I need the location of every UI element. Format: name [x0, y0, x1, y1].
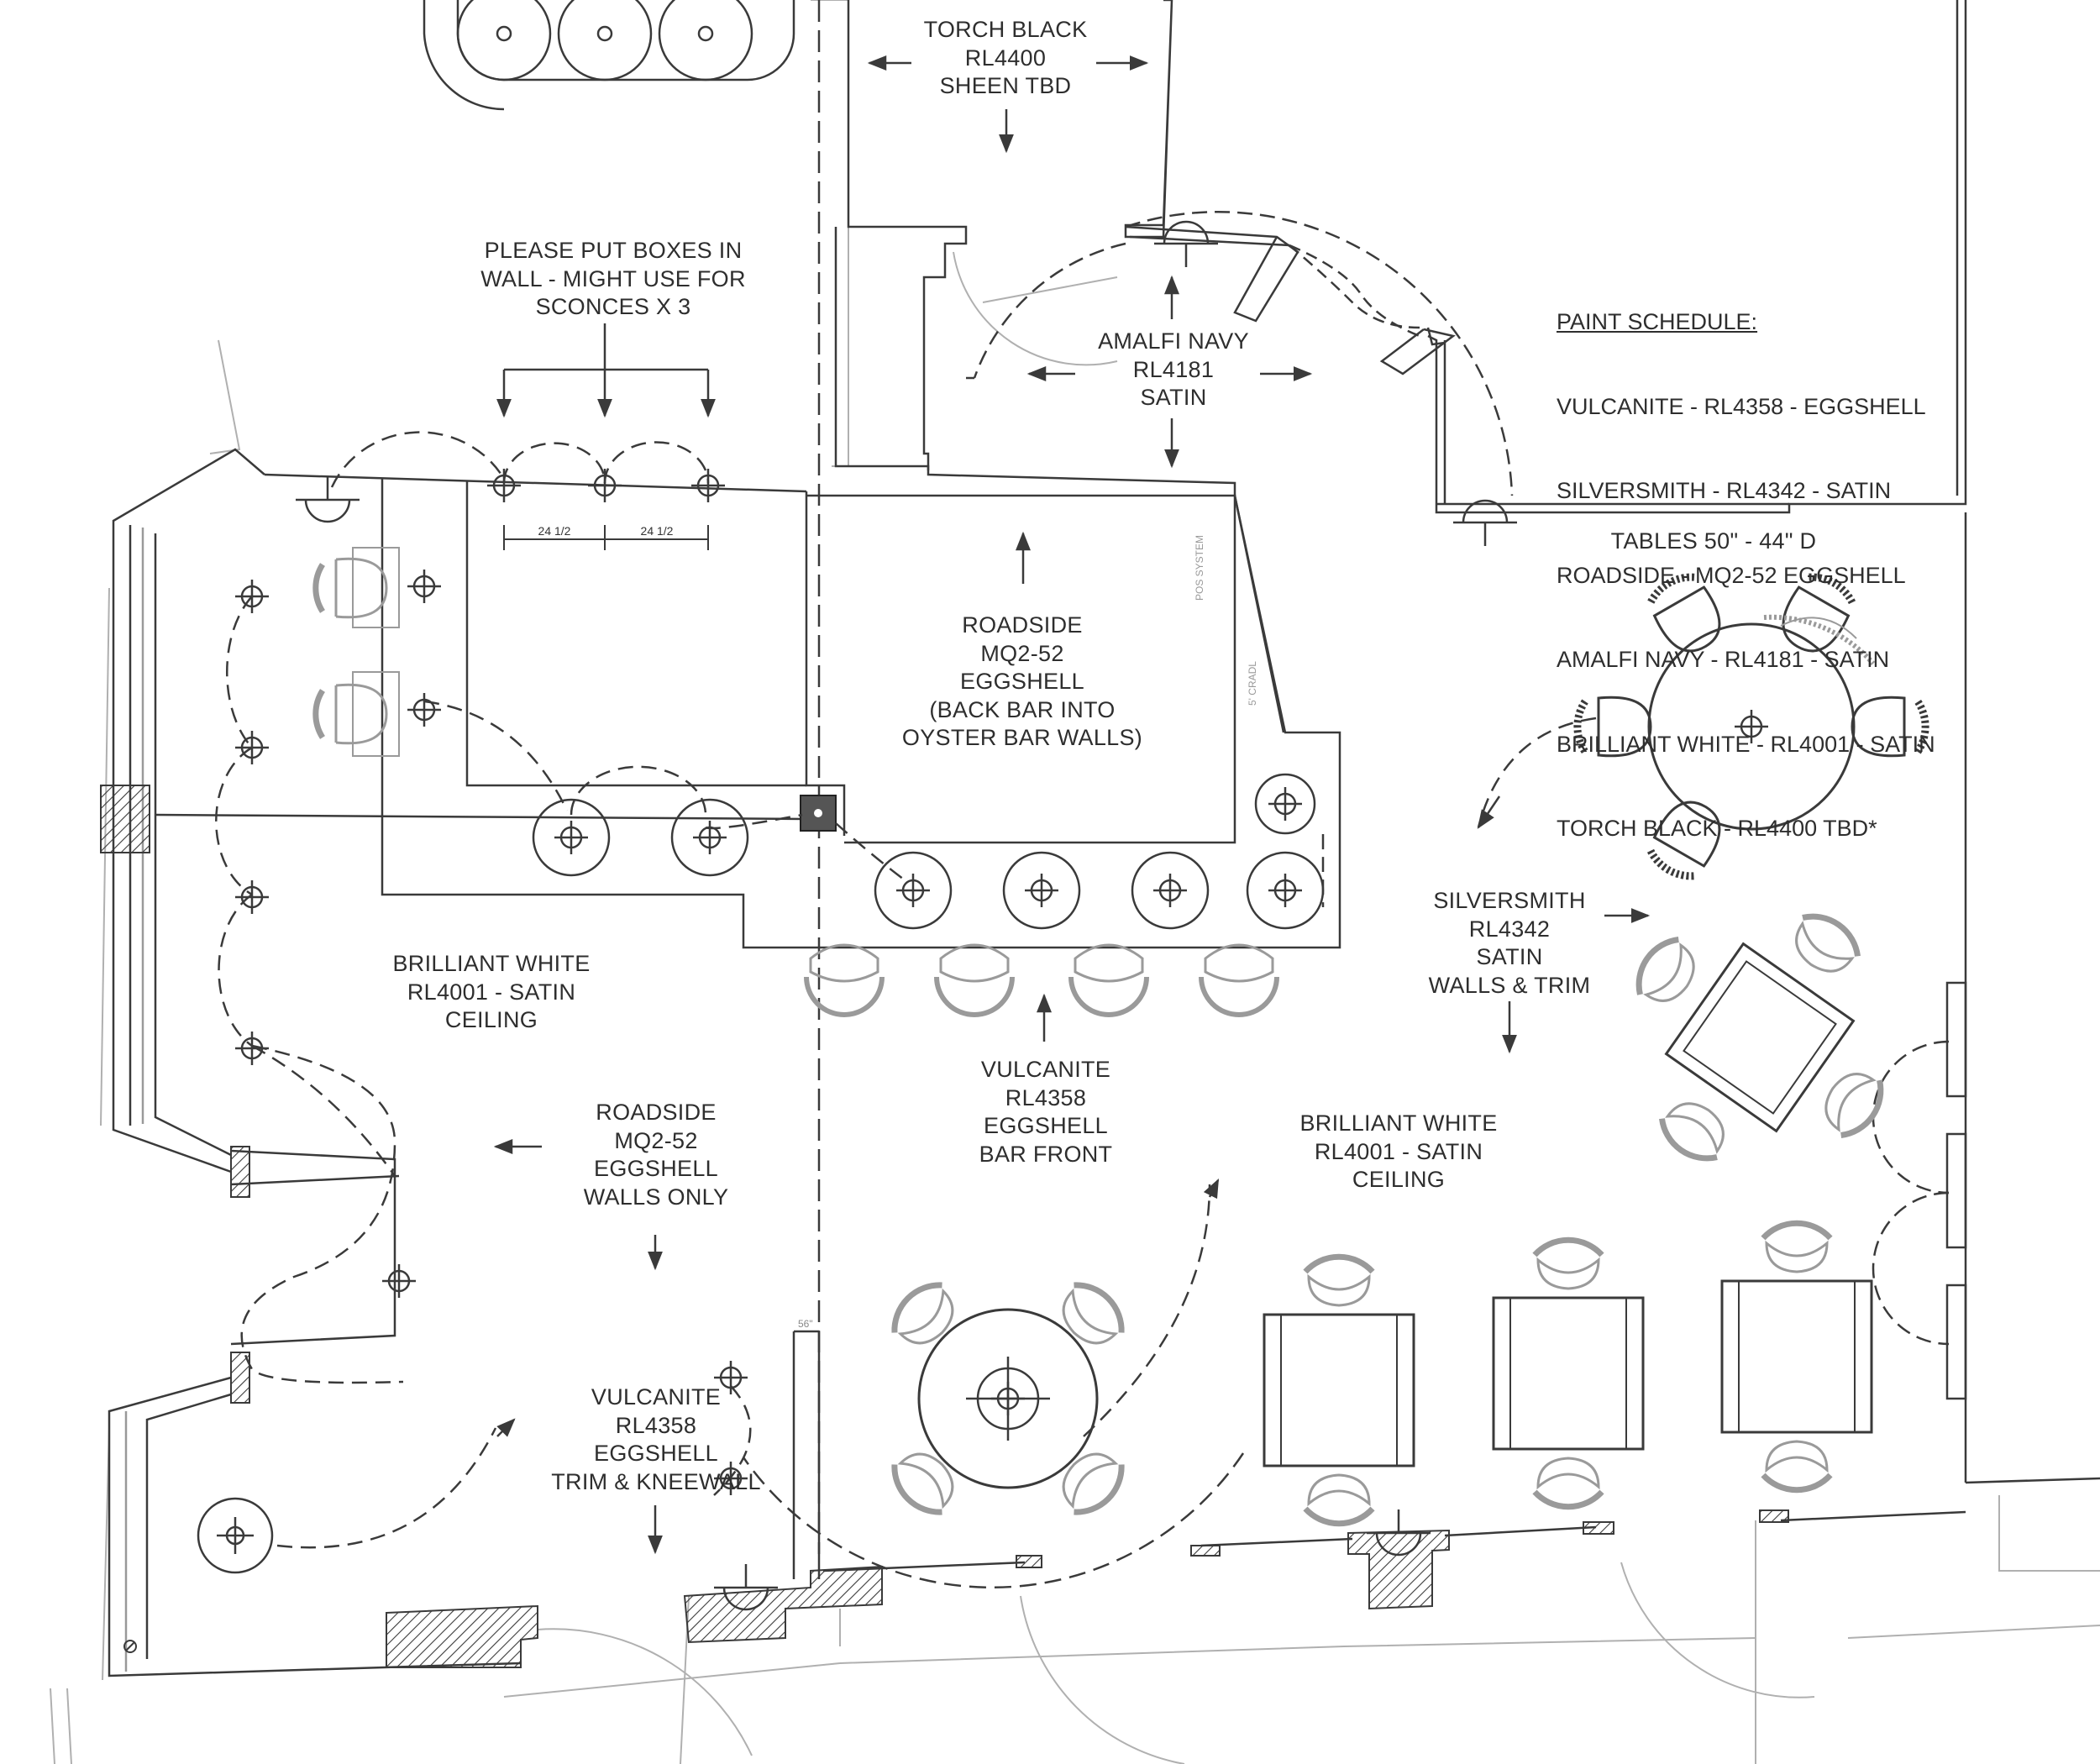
bar-stools [806, 945, 1277, 1015]
tables-label: TABLES 50" - 44" D [1610, 528, 1817, 554]
exterior-light-lines [50, 0, 2100, 1764]
label-arrows [493, 55, 1651, 1555]
dimension-1: 24 1/2 [538, 524, 571, 538]
bottom-center-hatch [683, 1565, 883, 1644]
top-banquette [423, 0, 795, 111]
left-bottom-hatch [386, 1604, 538, 1668]
hatch-small-b4 [1759, 1509, 1789, 1523]
bar-walls [155, 473, 1341, 949]
bottom-walls [792, 1330, 2100, 1579]
left-hatch-small-1 [230, 1146, 250, 1198]
amalfi-navy-label: AMALFI NAVY RL4181 SATIN [1098, 328, 1249, 410]
rect-tables [1263, 1223, 1873, 1523]
booth-chairs [316, 547, 400, 757]
left-hatch-block [100, 785, 150, 853]
vulcanite-trim-label: VULCANITE RL4358 EGGSHELL TRIM & KNEEWAL… [551, 1384, 761, 1494]
torch-black-label: TORCH BLACK RL4400 SHEEN TBD [923, 17, 1088, 98]
brilliant-white-right-label: BRILLIANT WHITE RL4001 - SATIN CEILING [1299, 1110, 1498, 1192]
sconce-dimension [503, 525, 709, 550]
paint-schedule-item: VULCANITE - RL4358 - EGGSHELL [1557, 393, 1926, 419]
height-56-label: 56" [798, 1318, 813, 1330]
sconce-note-arrows [496, 323, 716, 418]
hatch-small-b1 [1016, 1555, 1042, 1568]
right-windows [1872, 981, 1967, 1400]
cradle-label: 5' CRADL [1247, 661, 1258, 706]
wall-sconces [294, 220, 1519, 1611]
paint-schedule: PAINT SCHEDULE: VULCANITE - RL4358 - EGG… [1557, 252, 1935, 871]
paint-schedule-item: TORCH BLACK - RL4400 TBD* [1557, 816, 1877, 841]
bar-fixtures [532, 773, 1325, 930]
roadside-back-bar-label: ROADSIDE MQ2-52 EGGSHELL (BACK BAR INTO … [901, 612, 1143, 750]
sconce-note-label: PLEASE PUT BOXES IN WALL - MIGHT USE FOR… [480, 238, 746, 319]
silversmith-label: SILVERSMITH RL4342 SATIN WALLS & TRIM [1428, 888, 1591, 998]
hatch-small-b2 [1190, 1545, 1221, 1557]
hatch-small-b3 [1583, 1521, 1614, 1535]
paint-schedule-item: AMALFI NAVY - RL4181 - SATIN [1557, 647, 1890, 672]
paint-schedule-item: SILVERSMITH - RL4342 - SATIN [1557, 478, 1892, 503]
round-table-six [1578, 569, 1925, 885]
pos-system-label: POS SYSTEM [1194, 535, 1205, 601]
roadside-walls-label: ROADSIDE MQ2-52 EGGSHELL WALLS ONLY [583, 1100, 729, 1210]
bottom-right-hatch [1347, 1529, 1450, 1610]
upper-door-swings [966, 210, 1514, 496]
paint-schedule-item: BRILLIANT WHITE - RL4001 - SATIN [1557, 731, 1935, 757]
left-hatch-small-2 [230, 1352, 250, 1404]
paint-schedule-item: ROADSIDE - MQ2-52 EGGSHELL [1557, 562, 1906, 588]
paint-schedule-heading: PAINT SCHEDULE: [1557, 309, 1758, 334]
left-facade [108, 448, 522, 1677]
square-table-four [1568, 846, 1951, 1229]
round-table-four [884, 1274, 1131, 1522]
vulcanite-bar-front-label: VULCANITE RL4358 EGGSHELL BAR FRONT [979, 1057, 1113, 1167]
dimension-2: 24 1/2 [641, 524, 674, 538]
brilliant-white-left-label: BRILLIANT WHITE RL4001 - SATIN CEILING [392, 951, 591, 1032]
